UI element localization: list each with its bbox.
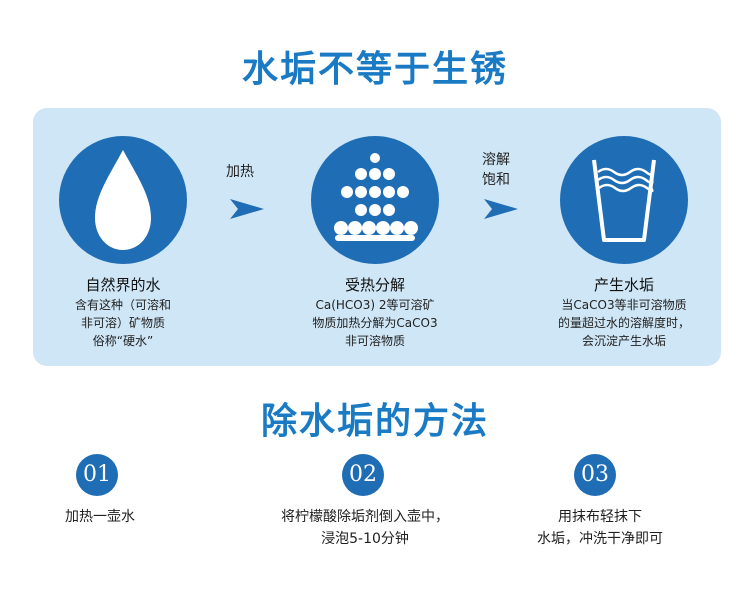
arrow-label-line2: 饱和 [482, 172, 510, 188]
particle-dot [370, 153, 380, 163]
step-desc-line: 物质加热分解为CaCO3 [312, 316, 438, 330]
step-title: 自然界的水 [85, 276, 161, 294]
step-title: 受热分解 [344, 276, 405, 294]
particles-icon [334, 153, 418, 241]
particle-dot [383, 168, 395, 180]
glass-circle [560, 136, 688, 264]
methods-title: 除水垢的方法 [260, 401, 489, 442]
method-text: 加热一壶水 [30, 506, 170, 528]
particle-dot [397, 186, 409, 198]
glass-of-water-icon [592, 159, 656, 242]
step-desc-line: 俗称“硬水” [92, 334, 154, 348]
arrow-label-heat: 加热 [226, 164, 254, 180]
step-desc-line: 会沉淀产生水垢 [581, 334, 666, 348]
step-desc-line: 非可溶物质 [344, 334, 405, 348]
step-desc-line: Ca(HCO3) 2等可溶矿 [315, 298, 435, 312]
method-line: 加热一壶水 [65, 509, 135, 525]
method-line: 水垢，冲洗干净即可 [537, 531, 663, 547]
water-drop-icon [95, 150, 151, 250]
particle-dot [369, 204, 381, 216]
particle-dot [404, 221, 418, 235]
particle-dot [369, 168, 381, 180]
method-line: 将柠檬酸除垢剂倒入壶中， [281, 509, 449, 525]
step-desc: Ca(HCO3) 2等可溶矿 物质加热分解为CaCO3 非可溶物质 [275, 296, 475, 350]
page-title: 水垢不等于生锈 [241, 49, 508, 90]
particles-circle [311, 136, 439, 264]
method-line: 浸泡5-10分钟 [321, 531, 409, 547]
particle-dot [355, 186, 367, 198]
method-line: 用抹布轻抹下 [558, 509, 642, 525]
particle-dot [362, 221, 376, 235]
arrow-right-icon [484, 199, 518, 219]
particle-dot [334, 221, 348, 235]
particle-dot [383, 204, 395, 216]
water-drop-circle [59, 136, 187, 264]
method-number-badge: 03 [574, 454, 616, 496]
particle-dot [355, 204, 367, 216]
particle-dot [369, 186, 381, 198]
particle-dot [355, 168, 367, 180]
method-number-badge: 02 [342, 454, 384, 496]
step-desc-line: 非可溶）矿物质 [80, 316, 165, 330]
method-text: 将柠檬酸除垢剂倒入壶中， 浸泡5-10分钟 [245, 506, 485, 550]
method-number-badge: 01 [76, 454, 118, 496]
step-desc-line: 的量超过水的溶解度时， [557, 316, 690, 330]
arrow-right-icon [230, 199, 264, 219]
step-desc-line: 含有这种（可溶和 [74, 298, 171, 312]
particle-dot [390, 221, 404, 235]
particle-dot [383, 186, 395, 198]
method-text: 用抹布轻抹下 水垢，冲洗干净即可 [510, 506, 690, 550]
particle-dot [341, 186, 353, 198]
particle-base [335, 235, 415, 241]
particle-dot [376, 221, 390, 235]
step-desc: 当CaCO3等非可溶物质 的量超过水的溶解度时， 会沉淀产生水垢 [524, 296, 724, 350]
arrow-label-line1: 溶解 [482, 152, 510, 168]
step-desc-line: 当CaCO3等非可溶物质 [561, 298, 687, 312]
arrow-label-dissolve: 溶解 饱和 [482, 150, 510, 190]
step-title: 产生水垢 [593, 276, 654, 294]
step-desc: 含有这种（可溶和 非可溶）矿物质 俗称“硬水” [23, 296, 223, 350]
particle-dot [348, 221, 362, 235]
